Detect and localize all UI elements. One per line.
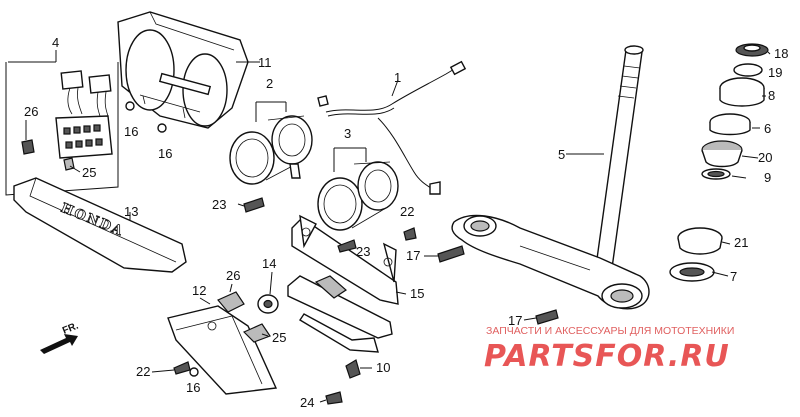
callout-8: 8 bbox=[768, 88, 775, 103]
speedometer bbox=[229, 115, 313, 185]
callout-numbers: 1 2 3 4 5 6 7 8 9 10 11 12 13 14 15 16 1… bbox=[24, 35, 788, 410]
callout-17-lower: 17 bbox=[508, 313, 522, 328]
callout-11: 11 bbox=[258, 55, 272, 70]
callout-17-upper: 17 bbox=[406, 248, 420, 263]
callout-26-upper: 26 bbox=[24, 104, 38, 119]
tachometer bbox=[317, 161, 399, 231]
bolts bbox=[125, 101, 559, 405]
callout-2: 2 bbox=[266, 76, 273, 91]
direction-label: FR. bbox=[61, 320, 80, 336]
callout-26-lower: 26 bbox=[226, 268, 240, 283]
watermark-subtitle: ЗАПЧАСТИ И АКСЕССУАРЫ ДЛЯ МОТОТЕХНИКИ bbox=[486, 325, 734, 337]
meter-bracket bbox=[287, 214, 399, 379]
callout-25-lower: 25 bbox=[272, 330, 286, 345]
callout-9: 9 bbox=[764, 170, 771, 185]
grommet bbox=[257, 294, 279, 314]
watermark: ЗАПЧАСТИ И АКСЕССУАРЫ ДЛЯ МОТОТЕХНИКИ PA… bbox=[484, 325, 734, 374]
leader-lines bbox=[8, 50, 771, 403]
callout-3: 3 bbox=[344, 126, 351, 141]
rubber-mount bbox=[217, 291, 271, 343]
callout-18: 18 bbox=[774, 46, 788, 61]
callout-24: 24 bbox=[300, 395, 314, 410]
lower-cover bbox=[167, 305, 278, 395]
callout-14: 14 bbox=[262, 256, 276, 271]
front-direction-arrow: FR. bbox=[40, 320, 80, 354]
callout-16-middle: 16 bbox=[158, 146, 172, 161]
callout-13: 13 bbox=[124, 204, 138, 219]
callout-23-left: 23 bbox=[212, 197, 226, 212]
callout-12: 12 bbox=[192, 283, 206, 298]
callout-16-lower: 16 bbox=[186, 380, 200, 395]
callout-15: 15 bbox=[410, 286, 424, 301]
callout-5: 5 bbox=[558, 147, 565, 162]
callout-4: 4 bbox=[52, 35, 59, 50]
bearing-race bbox=[669, 227, 723, 282]
callout-19: 19 bbox=[768, 65, 782, 80]
callout-25-upper: 25 bbox=[82, 165, 96, 180]
callout-1: 1 bbox=[394, 70, 401, 85]
watermark-logo: PARTSFOR.RU bbox=[484, 339, 730, 374]
callout-20: 20 bbox=[758, 150, 772, 165]
callout-7: 7 bbox=[730, 269, 737, 284]
callout-16-upper: 16 bbox=[124, 124, 138, 139]
emblem-cover: HONDA bbox=[13, 177, 187, 273]
meter-visor bbox=[117, 11, 249, 129]
callout-22-lower: 22 bbox=[136, 364, 150, 379]
callout-6: 6 bbox=[764, 121, 771, 136]
indicator-panel bbox=[5, 62, 119, 196]
callout-23-right: 23 bbox=[356, 244, 370, 259]
callout-22-upper: 22 bbox=[400, 204, 414, 219]
stem-nut-stack bbox=[701, 43, 769, 180]
callout-10: 10 bbox=[376, 360, 390, 375]
steering-stem bbox=[451, 45, 650, 310]
callout-21: 21 bbox=[734, 235, 748, 250]
meter-harness bbox=[317, 60, 467, 195]
